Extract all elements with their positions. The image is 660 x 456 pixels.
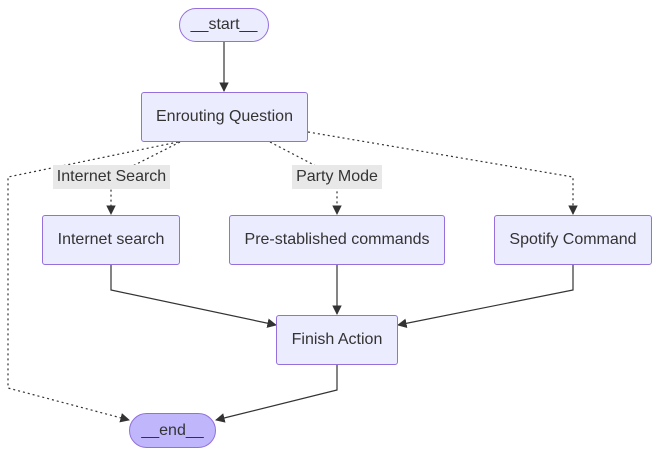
edge-label-party-mode: Party Mode [292, 165, 382, 189]
edge-spotify-to-finish [397, 265, 574, 329]
node-enrouting-question[interactable]: Enrouting Question [141, 92, 308, 142]
edge-enrouting-to-end [7, 141, 179, 423]
node-start[interactable]: __start__ [179, 8, 269, 42]
node-spotify-command[interactable]: Spotify Command [494, 215, 652, 265]
node-end[interactable]: __end__ [129, 413, 216, 448]
edge-finish-to-end [215, 365, 338, 423]
edge-enrouting-to-internet-search [106, 141, 181, 215]
node-finish-action[interactable]: Finish Action [276, 315, 398, 365]
node-internet-search[interactable]: Internet search [42, 215, 180, 265]
edge-internet-search-to-finish [110, 265, 277, 328]
node-prestablished-commands[interactable]: Pre-stablished commands [229, 215, 445, 265]
edge-label-internet-search: Internet Search [53, 165, 170, 189]
